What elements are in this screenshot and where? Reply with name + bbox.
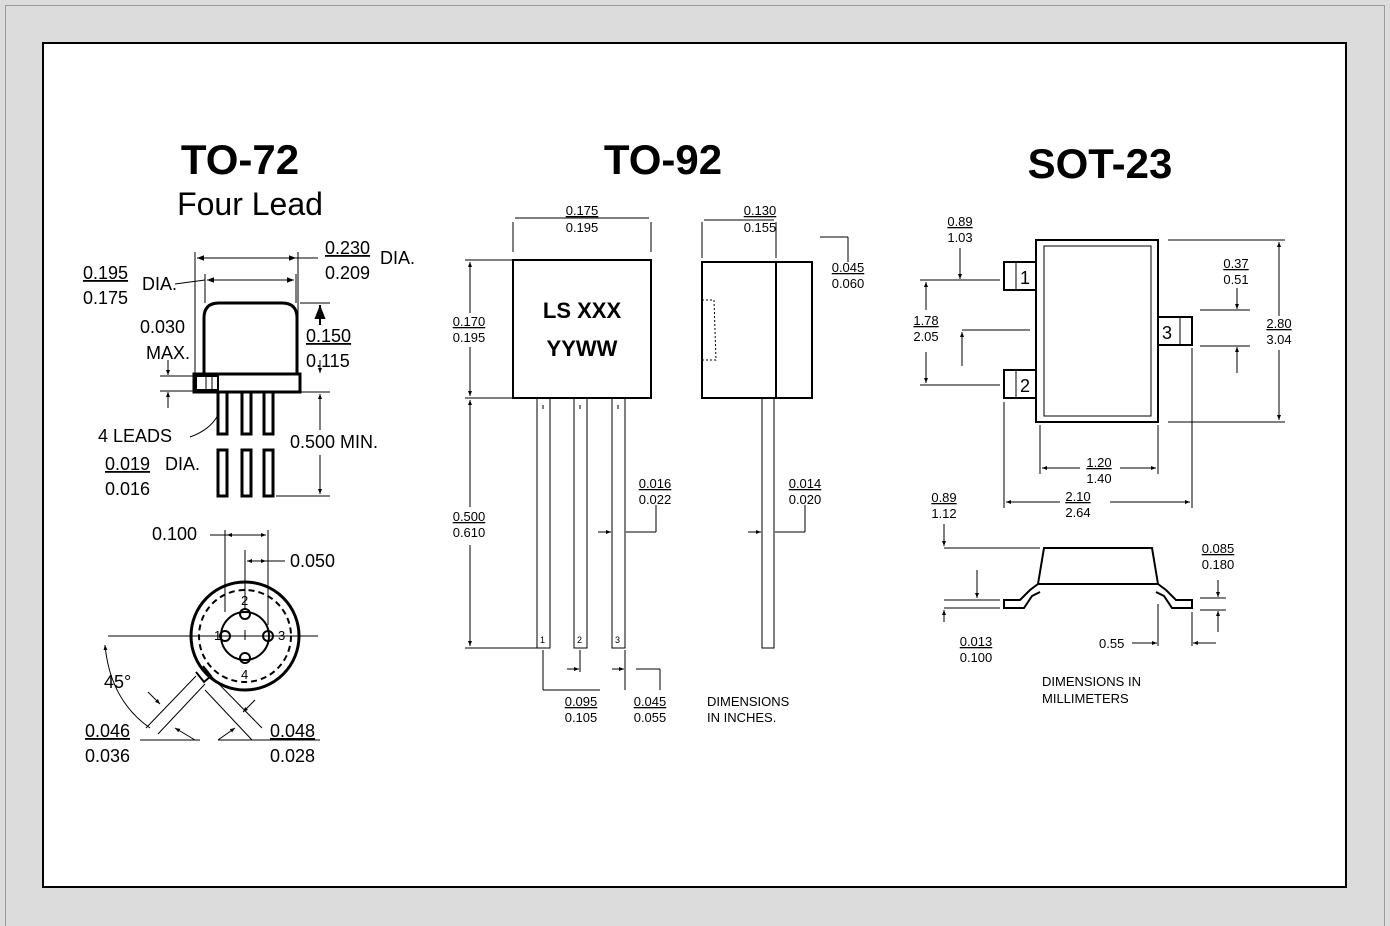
to92-lead-width-bottom: 0.022 bbox=[639, 492, 672, 507]
to72-lead-dia-top: 0.019 bbox=[105, 454, 150, 474]
to92-note-line1: DIMENSIONS bbox=[707, 694, 790, 709]
to92-lead-length-bottom: 0.610 bbox=[453, 525, 486, 540]
sot23-foot: 0.55 bbox=[1099, 636, 1124, 651]
to72-dia-outer-bottom: 0.209 bbox=[325, 263, 370, 283]
sot23-height-bottom: 3.04 bbox=[1266, 332, 1291, 347]
to72-dia-outer-suffix: DIA. bbox=[380, 248, 415, 268]
to72-dia-inner-bottom: 0.175 bbox=[83, 288, 128, 308]
to72-can-side-view bbox=[192, 301, 302, 498]
to72-leads-label: 4 LEADS bbox=[98, 426, 172, 446]
to92-side-lead-top: 0.014 bbox=[789, 476, 822, 491]
to92-body-height-top: 0.170 bbox=[453, 314, 486, 329]
to72-pitch-large: 0.100 bbox=[152, 524, 197, 544]
sot23-section: SOT-23 1 2 3 0.89 1.03 1.78 2.05 0.37 0.… bbox=[913, 140, 1291, 706]
sot23-pitch-top: 1.78 bbox=[913, 313, 938, 328]
to92-pitch-bottom: 0.105 bbox=[565, 710, 598, 725]
to72-dia-outer-top: 0.230 bbox=[325, 238, 370, 258]
to92-title: TO-92 bbox=[604, 136, 722, 183]
to72-height-top: 0.150 bbox=[306, 326, 351, 346]
sot23-note-line1: DIMENSIONS IN bbox=[1042, 674, 1141, 689]
to92-pitch-top: 0.095 bbox=[565, 694, 598, 709]
sot23-body-width-top: 1.20 bbox=[1086, 455, 1111, 470]
to72-tab-width-bottom: 0.036 bbox=[85, 746, 130, 766]
sot23-pad-bottom: 1.03 bbox=[947, 230, 972, 245]
sot23-height-top: 2.80 bbox=[1266, 316, 1291, 331]
to72-lead-dia-bottom: 0.016 bbox=[105, 479, 150, 499]
to92-lead-width-top: 0.016 bbox=[639, 476, 672, 491]
sot23-title: SOT-23 bbox=[1028, 140, 1173, 187]
sot23-body-width-bottom: 1.40 bbox=[1086, 471, 1111, 486]
to92-marking-line2: YYWW bbox=[547, 336, 618, 361]
to92-spacing-bottom: 0.055 bbox=[634, 710, 667, 725]
to92-side-step-top: 0.045 bbox=[832, 260, 865, 275]
to72-pin-3: 3 bbox=[278, 628, 285, 643]
to92-pin-3: 3 bbox=[615, 635, 620, 645]
to72-flange-value: 0.030 bbox=[140, 317, 185, 337]
sot23-profile-height-top: 0.89 bbox=[931, 490, 956, 505]
drawing-sheet bbox=[42, 42, 1347, 888]
to72-height-bottom: 0.115 bbox=[306, 351, 350, 371]
to92-marking-line1: LS XXX bbox=[543, 298, 622, 323]
to92-section: TO-92 LS XXX YYWW 1 2 3 0.175 0.195 0.17… bbox=[453, 136, 865, 725]
to92-pin-1: 1 bbox=[540, 635, 545, 645]
to72-angle: 45° bbox=[104, 672, 131, 692]
sot23-pad-top: 0.89 bbox=[947, 214, 972, 229]
sot23-pin-2: 2 bbox=[1020, 376, 1030, 396]
to72-lead-dia-suffix: DIA. bbox=[165, 454, 200, 474]
to72-tab-depth-bottom: 0.028 bbox=[270, 746, 315, 766]
sot23-body-top bbox=[1035, 239, 1159, 423]
sot23-pin-1: 1 bbox=[1020, 268, 1030, 288]
sot23-body-profile bbox=[1036, 547, 1160, 585]
to92-spacing-top: 0.045 bbox=[634, 694, 667, 709]
to72-flange-note: MAX. bbox=[146, 343, 190, 363]
to92-width-bottom: 0.195 bbox=[566, 220, 599, 235]
to92-width-top: 0.175 bbox=[566, 203, 599, 218]
to72-tab-depth-top: 0.048 bbox=[270, 721, 315, 741]
to72-pitch-small: 0.050 bbox=[290, 551, 335, 571]
to72-bottom-view: 1 2 3 4 bbox=[108, 580, 318, 692]
sot23-profile-height-bottom: 1.12 bbox=[931, 506, 956, 521]
to92-pin-2: 2 bbox=[577, 635, 582, 645]
sot23-pin-3: 3 bbox=[1162, 323, 1172, 343]
sot23-note-line2: MILLIMETERS bbox=[1042, 691, 1129, 706]
sot23-overall-bottom: 2.64 bbox=[1065, 505, 1090, 520]
to92-body-front bbox=[512, 259, 652, 399]
to72-pin-1: 1 bbox=[214, 628, 221, 643]
sot23-pitch-bottom: 2.05 bbox=[913, 329, 938, 344]
window-frame bbox=[5, 5, 1385, 926]
to72-title: TO-72 bbox=[181, 136, 299, 183]
to92-side-width-bottom: 0.155 bbox=[744, 220, 777, 235]
to92-side-width-top: 0.130 bbox=[744, 203, 777, 218]
to72-lead-length: 0.500 MIN. bbox=[290, 432, 378, 452]
to72-subtitle: Four Lead bbox=[177, 186, 323, 222]
sot23-thickness-bottom: 0.180 bbox=[1202, 557, 1235, 572]
to92-side-step-bottom: 0.060 bbox=[832, 276, 865, 291]
to72-tab-width-top: 0.046 bbox=[85, 721, 130, 741]
sot23-thickness-top: 0.085 bbox=[1202, 541, 1235, 556]
to92-lead-length-top: 0.500 bbox=[453, 509, 486, 524]
to92-note-line2: IN INCHES. bbox=[707, 710, 776, 725]
to92-body-side bbox=[701, 261, 777, 399]
sot23-standoff-top: 0.013 bbox=[960, 634, 993, 649]
sot23-overall-top: 2.10 bbox=[1065, 489, 1090, 504]
to72-section: TO-72 Four Lead 0.230 0.209 DIA. bbox=[83, 136, 415, 766]
sot23-standoff-bottom: 0.100 bbox=[960, 650, 993, 665]
sot23-lead-bottom: 0.51 bbox=[1223, 272, 1248, 287]
to72-pin-4: 4 bbox=[241, 667, 248, 682]
to72-dia-inner-top: 0.195 bbox=[83, 263, 128, 283]
to92-side-lead-bottom: 0.020 bbox=[789, 492, 822, 507]
to72-dia-inner-suffix: DIA. bbox=[142, 274, 177, 294]
to92-body-height-bottom: 0.195 bbox=[453, 330, 486, 345]
sot23-lead-top: 0.37 bbox=[1223, 256, 1248, 271]
